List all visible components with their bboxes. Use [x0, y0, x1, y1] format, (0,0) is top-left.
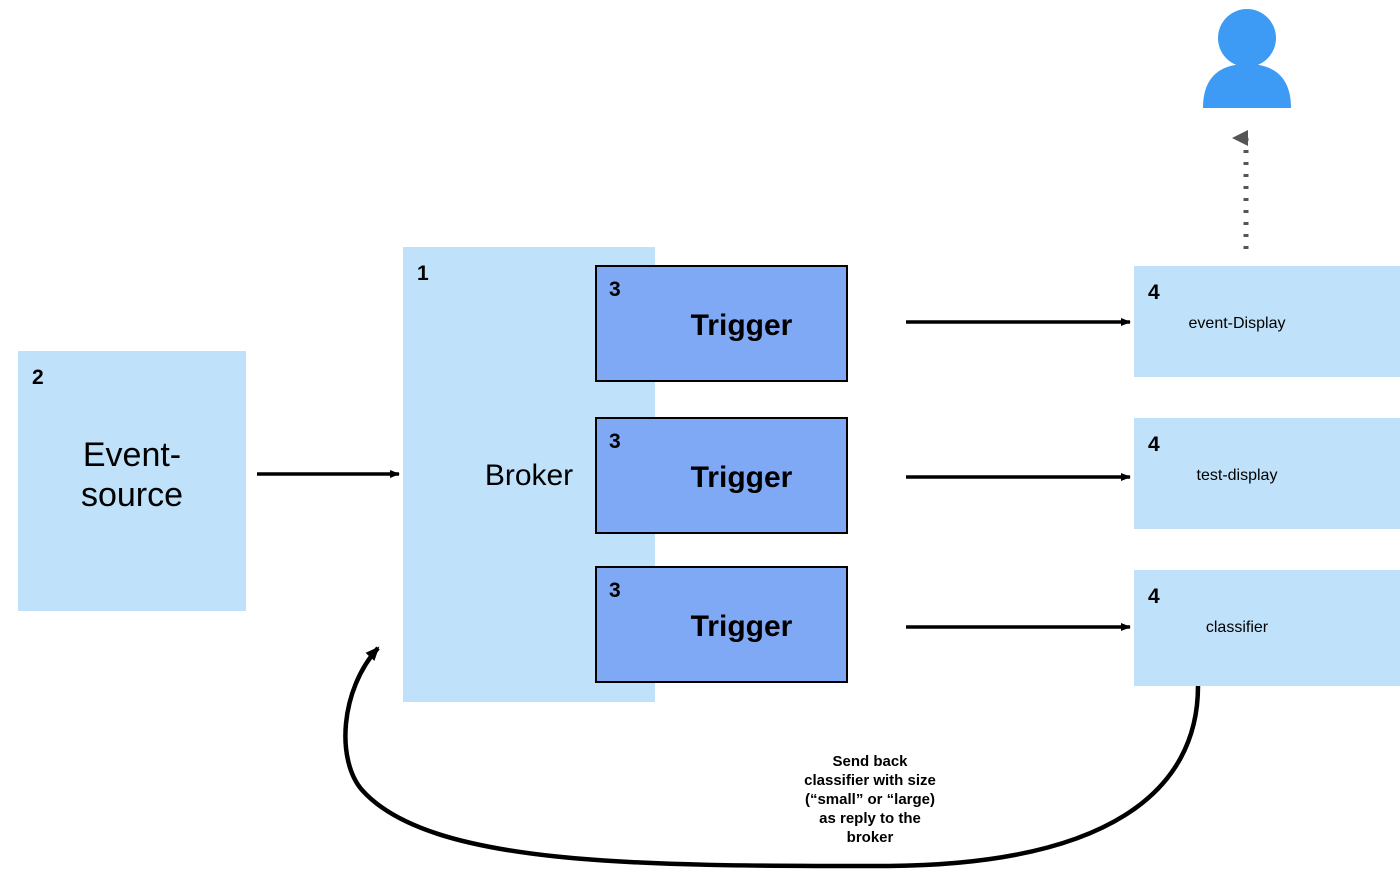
node-label-sink-2: test-display: [1196, 467, 1278, 484]
person-icon: [1199, 8, 1295, 108]
node-number-trigger-2: 3: [609, 430, 621, 453]
person-icon-svg: [1203, 9, 1291, 108]
node-label-broker: Broker: [484, 459, 574, 492]
node-number-trigger-3: 3: [609, 579, 621, 602]
node-trigger-2[interactable]: 3 Trigger: [595, 417, 848, 534]
node-sink-test-display[interactable]: 4 test-display: [1134, 418, 1400, 529]
node-trigger-1[interactable]: 3 Trigger: [595, 265, 848, 382]
node-number-event-source: 2: [32, 366, 44, 389]
node-number-trigger-1: 3: [609, 278, 621, 301]
node-label-event-source-line1: Event-: [82, 436, 182, 474]
node-label-trigger-2: Trigger: [690, 461, 793, 494]
node-sink-classifier[interactable]: 4 classifier: [1134, 570, 1400, 686]
node-number-sink-2: 4: [1148, 433, 1160, 456]
node-label-trigger-1: Trigger: [690, 309, 793, 342]
node-sink-event-display[interactable]: 4 event-Display: [1134, 266, 1400, 377]
node-number-sink-3: 4: [1148, 585, 1160, 608]
node-event-source[interactable]: 2 Event- source: [18, 351, 246, 611]
node-label-sink-3: classifier: [1205, 619, 1269, 636]
node-label-sink-1: event-Display: [1188, 315, 1286, 332]
node-trigger-3[interactable]: 3 Trigger: [595, 566, 848, 683]
node-number-broker: 1: [417, 262, 429, 285]
feedback-caption: Send back classifier with size (“small” …: [804, 753, 936, 846]
node-label-event-source-line2: source: [80, 476, 184, 514]
node-label-event-source: Event- source: [18, 435, 246, 515]
node-number-sink-1: 4: [1148, 281, 1160, 304]
node-label-trigger-3: Trigger: [690, 610, 793, 643]
